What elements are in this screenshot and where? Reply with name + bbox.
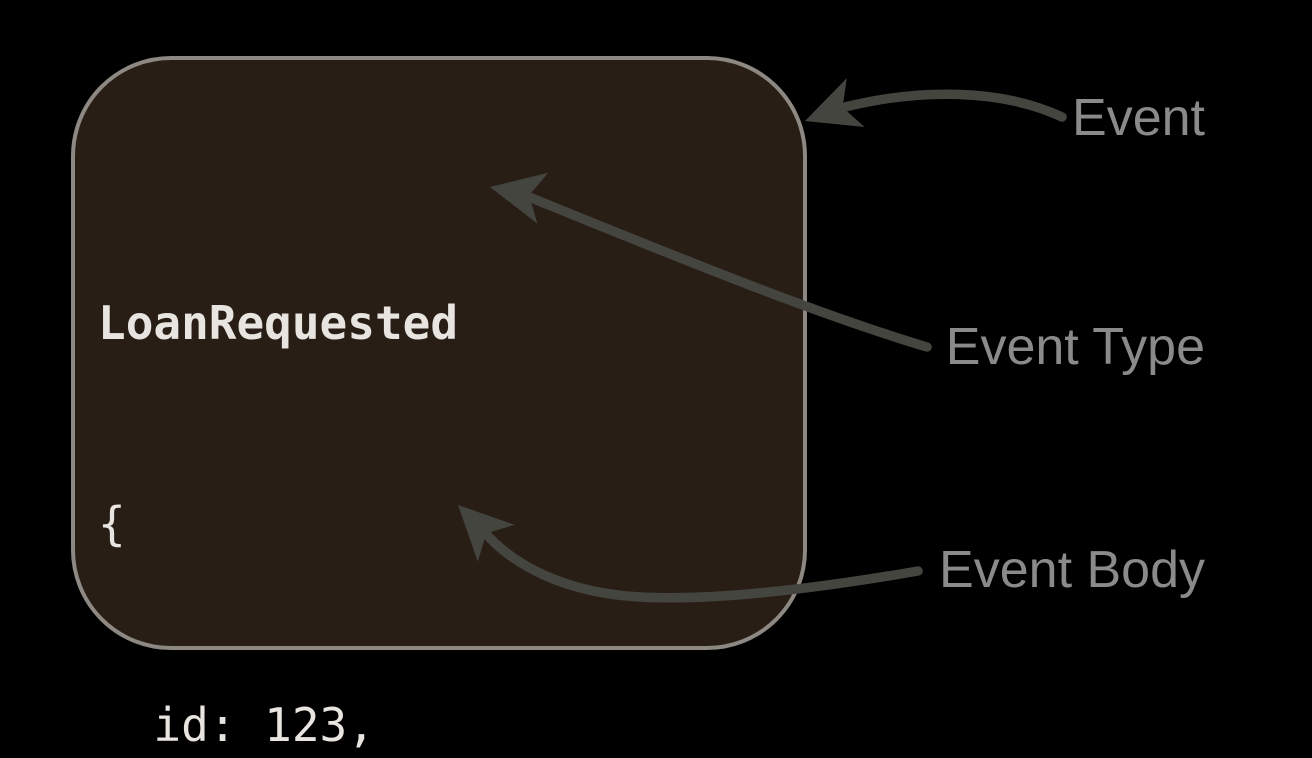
annotation-label-event: Event xyxy=(1072,89,1205,147)
annotation-label-event-body: Event Body xyxy=(939,541,1205,599)
event-type-text: LoanRequested xyxy=(98,296,459,350)
event-code-block: LoanRequested { id: 123, amount: 100, bo… xyxy=(98,156,735,758)
event-arrow xyxy=(805,78,1067,127)
annotation-label-event-type: Event Type xyxy=(945,318,1205,376)
event-body-id-field: id: 123, xyxy=(98,698,375,752)
event-body-open-brace: { xyxy=(98,497,126,551)
